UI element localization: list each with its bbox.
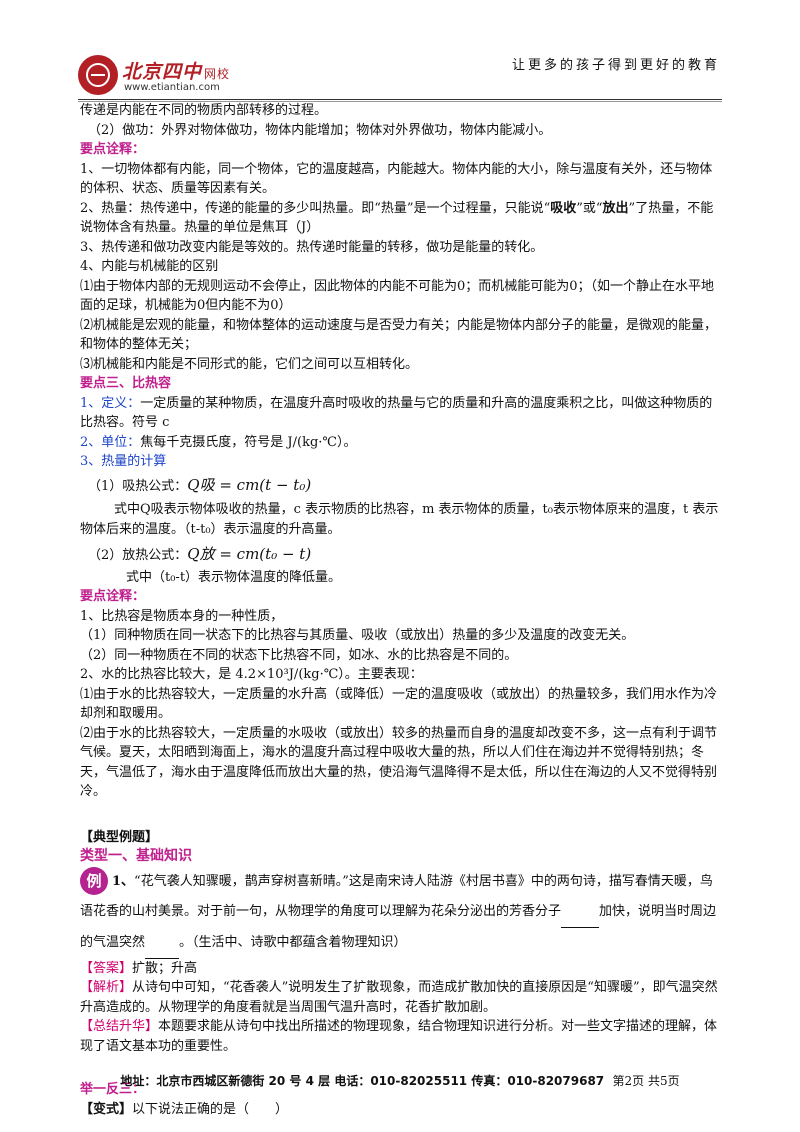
paragraph: 1、一切物体都有内能，同一个物体，它的温度越高，内能越大。物体内能的大小，除与温…	[80, 161, 713, 197]
section-heading: 要点三、比热容	[80, 376, 172, 391]
paragraph: （2）做功：外界对物体做功，物体内能增加；物体对外界做功，物体内能减小。	[88, 122, 552, 138]
footer-address: 地址：北京市西城区新德街 20 号 4 层 电话：010-82025511 传真…	[120, 1074, 605, 1088]
example-badge-icon: 例	[80, 867, 108, 895]
paragraph: ⑵机械能是宏观的能量，和物体整体的运动速度与是否受力有关；内能是物体内部分子的能…	[80, 317, 718, 353]
footer: 地址：北京市西城区新德街 20 号 4 层 电话：010-82025511 传真…	[0, 1072, 800, 1089]
paragraph: （1）同种物质在同一状态下的比热容与其质量、吸收（或放出）热量的多少及温度的改变…	[80, 628, 635, 643]
examples-heading: 【典型例题】	[80, 829, 159, 845]
section-heading: 要点诠释：	[80, 142, 146, 157]
paragraph: ⑶机械能和内能是不同形式的能，它们之间可以互相转化。	[80, 356, 419, 372]
variant: 【变式】以下说法正确的是（ ）	[80, 1101, 289, 1117]
paragraph: ⑴由于物体内部的无规则运动不会停止，因此物体的内能不可能为0；而机械能可能为0；…	[80, 278, 715, 314]
header-divider	[78, 99, 722, 100]
paragraph: 式中（t₀-t）表示物体温度的降低量。	[126, 569, 342, 585]
paragraph: 1、比热容是物质本身的一种性质，	[80, 608, 284, 624]
paragraph: 3、热传递和做功改变内能是等效的。热传递时能量的转移，做功是能量的转化。	[80, 239, 544, 255]
formula-line: （2）放热公式：Q放 = cm(t₀ − t)	[88, 545, 312, 563]
type-heading: 类型一、基础知识	[80, 848, 192, 864]
logo-emblem-icon	[78, 55, 118, 95]
page-number: 第2页 共5页	[612, 1074, 680, 1088]
answer: 【答案】扩散；升高	[80, 960, 198, 976]
formula-line: （1）吸热公式：Q吸 = cm(t − t₀)	[88, 475, 312, 494]
definition: 1、定义：一定质量的某种物质，在温度升高时吸收的热量与它的质量和升高的温度乘积之…	[80, 395, 713, 431]
section-heading: 要点诠释：	[80, 589, 146, 604]
logo-url: www.etiantian.com	[124, 82, 220, 93]
paragraph: 4、内能与机械能的区别	[80, 259, 219, 274]
paragraph: ⑴由于水的比热容较大，一定质量的水升高（或降低）一定的温度吸收（或放出）的热量较…	[80, 686, 718, 722]
analysis: 【解析】从诗句中可知，“花香袭人”说明发生了扩散现象，而造成扩散加快的直接原因是…	[80, 980, 718, 1015]
subheading: 3、热量的计算	[80, 454, 167, 469]
logo-name: 北京四中	[122, 61, 203, 83]
paragraph: ⑵由于水的比热容较大，一定质量的水吸收（或放出）较多的热量而自身的温度却改变不多…	[80, 725, 718, 800]
heat-release-formula: Q放 = cm(t₀ − t)	[187, 545, 312, 563]
summary: 【总结升华】本题要求能从诗句中找出所描述的物理现象，结合物理知识进行分析。对一些…	[80, 1019, 718, 1054]
paragraph: （2）同一种物质在不同的状态下比热容不同，如冰、水的比热容是不同的。	[80, 647, 518, 663]
paragraph: 传递是内能在不同的物质内部转移的过程。	[80, 103, 328, 118]
unit: 2、单位：焦每千克摄氏度，符号是 J/(kg·℃）。	[80, 434, 357, 450]
practice-heading: 举一反三：	[80, 1082, 146, 1097]
header-divider-2	[78, 101, 722, 102]
paragraph: 2、水的比热容比较大，是 4.2×10³J/(kg·℃）。主要表现：	[80, 667, 423, 682]
paragraph: 2、热量：热传递中，传递的能量的多少叫热量。即“热量”是一个过程量，只能说“吸收…	[80, 200, 714, 236]
paragraph: 式中Q吸表示物体吸收的热量，c 表示物质的比热容，m 表示物体的质量，t₀表示物…	[80, 502, 719, 537]
heat-absorb-formula: Q吸 = cm(t − t₀)	[187, 475, 312, 494]
logo-sub: 网校	[204, 67, 231, 81]
header-slogan: 让更多的孩子得到更好的教育	[511, 58, 720, 73]
logo: 北京四中网校 www.etiantian.com	[78, 55, 248, 99]
page-content: 传递是内能在不同的物质内部转移的过程。 （2）做功：外界对物体做功，物体内能增加…	[80, 101, 722, 1119]
